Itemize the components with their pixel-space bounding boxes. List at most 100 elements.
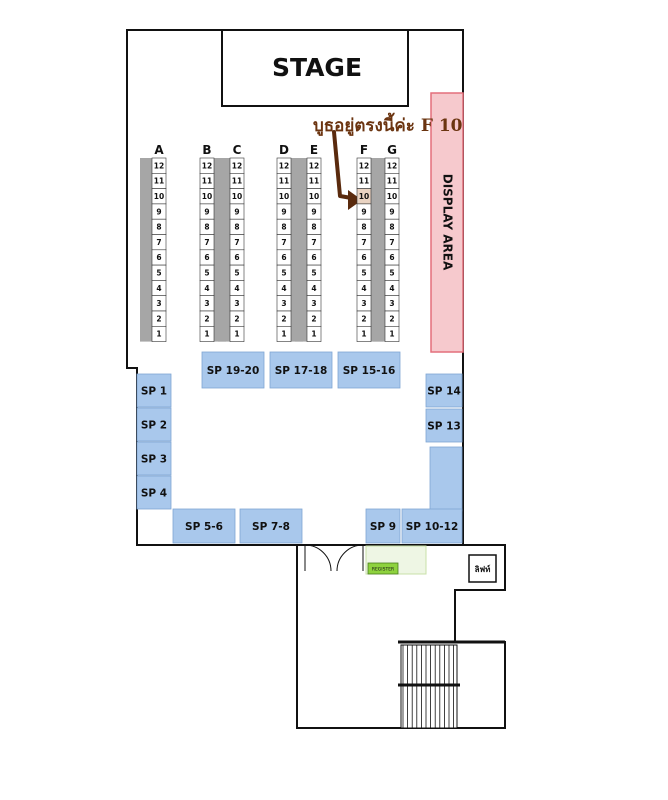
sponsor-booth-box[interactable]	[136, 441, 172, 476]
booth-number: 6	[234, 253, 239, 262]
booth-number: 9	[204, 207, 209, 216]
booth-number: 6	[311, 253, 316, 262]
sponsor-booth-label: SP 19-20	[207, 365, 260, 377]
sponsor-booth-sp10-12[interactable]: SP 10-12	[401, 508, 463, 544]
booth-number: 4	[311, 284, 316, 293]
booth-number: 11	[202, 177, 212, 186]
booth-number: 6	[281, 253, 286, 262]
display-area-label: DISPLAY AREA	[441, 174, 455, 271]
sponsor-booth-sp5-6[interactable]: SP 5-6	[172, 508, 236, 544]
sponsor-booth-sp19-20[interactable]: SP 19-20	[201, 351, 265, 389]
booth-number: 9	[389, 207, 394, 216]
booth-number: 8	[156, 223, 161, 232]
booth-number: 6	[361, 253, 366, 262]
aisle-strip	[373, 158, 385, 342]
booth-number: 11	[279, 177, 289, 186]
booth-cell[interactable]	[199, 325, 215, 342]
aisle-strip	[218, 158, 230, 342]
sponsor-booth-box[interactable]	[201, 351, 265, 389]
booth-number: 3	[389, 299, 394, 308]
sponsor-booth-sp4[interactable]: SP 4	[136, 475, 172, 510]
sponsor-booth-sp2[interactable]: SP 2	[136, 407, 172, 442]
sponsor-booth-label: SP 14	[427, 386, 461, 398]
booth-number: 3	[156, 299, 161, 308]
sponsor-booth-sp17-18[interactable]: SP 17-18	[269, 351, 333, 389]
sponsor-booth-box[interactable]	[337, 351, 401, 389]
sponsor-booth-label: SP 4	[141, 488, 167, 500]
booth-cell[interactable]	[229, 325, 245, 342]
display-area	[430, 92, 464, 353]
aisle-strip	[140, 158, 152, 342]
booth-number: 10	[279, 192, 289, 201]
sponsor-booth-box[interactable]	[269, 351, 333, 389]
sponsor-booth-label: SP 17-18	[275, 365, 328, 377]
booth-number: 12	[232, 161, 242, 170]
sponsor-booth-label: SP 7-8	[252, 521, 290, 533]
sponsor-booth-label: SP 10-12	[406, 521, 459, 533]
booth-cell[interactable]	[356, 325, 372, 342]
booth-number: 2	[361, 314, 366, 323]
booth-number: 12	[387, 161, 397, 170]
sponsor-booth-sp15-16[interactable]: SP 15-16	[337, 351, 401, 389]
sponsor-booth-label: SP 15-16	[343, 365, 396, 377]
column-letter: F	[360, 143, 368, 157]
booth-number: 10	[359, 192, 369, 201]
booth-number: 5	[361, 268, 366, 277]
booth-number: 8	[204, 223, 209, 232]
annotation-arrowhead-icon	[348, 190, 362, 210]
sponsor-booth-box[interactable]	[401, 508, 463, 544]
booth-cell[interactable]	[276, 325, 292, 342]
column-letter: C	[233, 143, 242, 157]
booth-number: 2	[311, 314, 316, 323]
booth-number: 6	[156, 253, 161, 262]
sponsor-booth-box[interactable]	[239, 508, 303, 544]
booth-number: 6	[389, 253, 394, 262]
booth-cell[interactable]	[384, 325, 400, 342]
booth-number: 4	[234, 284, 239, 293]
booth-number: 10	[309, 192, 319, 201]
booth-number: 4	[281, 284, 286, 293]
booth-cell[interactable]	[151, 325, 167, 342]
booth-number: 8	[281, 223, 286, 232]
booth-number: 2	[389, 314, 394, 323]
sponsor-booth-sp14[interactable]: SP 14	[425, 373, 463, 408]
booth-number: 1	[234, 330, 239, 339]
register-desk	[367, 562, 399, 575]
booth-number: 2	[281, 314, 286, 323]
register-label: REGISTER	[372, 567, 394, 573]
booth-cell[interactable]	[306, 325, 322, 342]
sponsor-booth-box[interactable]	[172, 508, 236, 544]
booth-number: 12	[202, 161, 212, 170]
stage	[221, 29, 409, 107]
booth-number: 8	[234, 223, 239, 232]
booth-number: 9	[156, 207, 161, 216]
hall-outline	[126, 29, 464, 546]
booth-number: 5	[311, 268, 316, 277]
sponsor-booths: SP 19-20 SP 17-18 SP 15-16 SP 1SP 2SP 3 SP 4…	[136, 351, 463, 544]
booth-number: 10	[202, 192, 212, 201]
sponsor-booth-sp1[interactable]: SP 1	[136, 373, 172, 408]
sponsor-booth-box[interactable]	[425, 408, 463, 443]
sponsor-booth-sp7-8[interactable]: SP 7-8	[239, 508, 303, 544]
booth-number: 7	[234, 238, 239, 247]
booth-number: 12	[279, 161, 289, 170]
sponsor-booth-label: SP 13	[427, 421, 461, 433]
sponsor-booth-box[interactable]	[425, 373, 463, 408]
sponsor-booth-box[interactable]	[136, 407, 172, 442]
sponsor-booth-sp13[interactable]: SP 13	[425, 408, 463, 443]
sponsor-booth-sp3[interactable]: SP 3	[136, 441, 172, 476]
sponsor-booth-extension	[429, 446, 463, 512]
booth-number: 2	[204, 314, 209, 323]
sponsor-booth-sp9[interactable]: SP 9	[365, 508, 401, 544]
sponsor-booth-box[interactable]	[136, 475, 172, 510]
booth-number: 4	[361, 284, 366, 293]
booth-number: 3	[361, 299, 366, 308]
sponsor-booth-box[interactable]	[365, 508, 401, 544]
booth-number: 10	[154, 192, 164, 201]
aisle-strip	[295, 158, 307, 342]
booth-number: 1	[361, 330, 366, 339]
sponsor-booth-box[interactable]	[136, 373, 172, 408]
booth-number: 1	[156, 330, 161, 339]
